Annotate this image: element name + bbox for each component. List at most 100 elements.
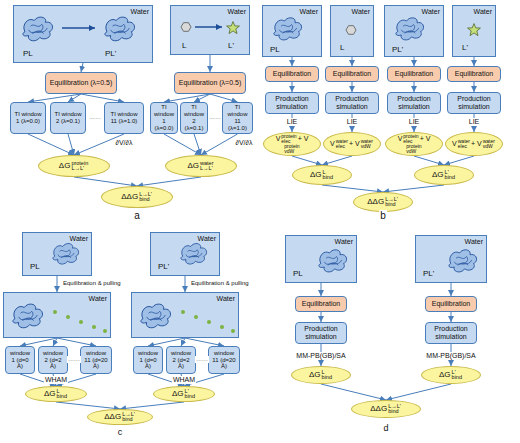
water-box: WaterPL bbox=[285, 235, 357, 283]
equilibration-box: Equilibration (λ=0.5) bbox=[45, 72, 117, 94]
script-stack: watervdW bbox=[483, 139, 495, 149]
node-text: Equilibration bbox=[432, 300, 471, 308]
equilibration-box: Equilibration bbox=[295, 296, 347, 312]
ellipsis: …… bbox=[67, 356, 81, 363]
flow-arrow bbox=[20, 338, 57, 346]
node-text: Production simulation bbox=[428, 325, 474, 341]
subscript: elec bbox=[336, 144, 345, 149]
equilibration-box: Equilibration bbox=[447, 66, 501, 82]
water-box: WaterL bbox=[330, 5, 374, 57]
node-text: Equilibration bbox=[273, 70, 312, 78]
complex-label: PL bbox=[269, 46, 281, 55]
flow-arrow bbox=[53, 338, 57, 346]
script-stack: waterL→L' bbox=[200, 161, 213, 172]
derivative-label: ∂V/∂λ bbox=[114, 139, 133, 147]
process-box: window 1 (d=0 Å) bbox=[5, 346, 35, 374]
method-label: MM-PB(GB)/SA bbox=[425, 352, 476, 360]
flow-arrow bbox=[414, 82, 415, 92]
script-stack: proteinelec bbox=[281, 134, 296, 144]
node-text: window 2 (d=2 Å) bbox=[41, 350, 65, 371]
flow-arrow bbox=[81, 94, 124, 102]
flow-arrow bbox=[181, 338, 185, 346]
node-text: ΔG bbox=[439, 370, 451, 379]
node-text: Equilibration (λ=0.5) bbox=[179, 79, 241, 87]
node-text: ΔG bbox=[44, 389, 56, 398]
script-stack: watervdW bbox=[361, 139, 373, 149]
flow-arrow bbox=[164, 134, 201, 155]
node-text: window 1 (d=0 Å) bbox=[8, 350, 32, 371]
node-text: Equilibration bbox=[333, 70, 372, 78]
water-label: Water bbox=[131, 8, 149, 16]
node-text: window 11 (d=20 Å) bbox=[211, 350, 237, 371]
water-box: WaterPL' bbox=[415, 235, 487, 283]
flow-arrow bbox=[120, 402, 184, 409]
node-text: V bbox=[330, 140, 335, 148]
result-ellipse: ΔGLbind bbox=[291, 366, 351, 384]
flow-arrow bbox=[321, 283, 322, 296]
node-text: Equilibration bbox=[455, 70, 494, 78]
node-text: + V bbox=[471, 140, 482, 148]
water-label: Water bbox=[217, 295, 235, 303]
subscript: bind bbox=[452, 375, 462, 381]
node-text: Equilibration bbox=[395, 70, 434, 78]
node-text: + V bbox=[349, 140, 360, 148]
subscript: bind bbox=[323, 175, 333, 181]
panel-letter: a bbox=[133, 210, 141, 221]
node-text: + V bbox=[420, 135, 431, 143]
flow-arrow bbox=[185, 338, 224, 346]
process-box: TI window 2 (λ=0.1) bbox=[180, 102, 208, 134]
process-box: TI window 2 (λ=0.1) bbox=[50, 102, 86, 134]
process-box: Production simulation bbox=[447, 92, 501, 114]
process-box: TI window 1 (λ=0.0) bbox=[10, 102, 46, 134]
flow-arrow bbox=[322, 185, 383, 192]
edge-label: Equilibration & pulling bbox=[190, 280, 250, 287]
flow-arrow bbox=[383, 185, 444, 192]
flow-arrow bbox=[74, 177, 137, 186]
node-text: window 2 (d=2 Å) bbox=[169, 350, 193, 371]
flow-arrow bbox=[68, 94, 81, 102]
node-text: V bbox=[276, 135, 281, 143]
result-ellipse: Vproteinelec+ VproteinvdW bbox=[263, 132, 321, 156]
complex-label: L bbox=[181, 42, 187, 51]
subscript: vdW bbox=[284, 149, 294, 154]
water-box: Water bbox=[131, 292, 239, 338]
complex-label: PL' bbox=[157, 263, 170, 272]
result-ellipse: Vwaterelec+ VwatervdW bbox=[445, 132, 503, 156]
script-stack: Lbind bbox=[323, 170, 333, 181]
water-box: WaterPL bbox=[22, 232, 92, 276]
result-ellipse: ΔΔGL→L'bind bbox=[353, 192, 413, 212]
node-text: Production simulation bbox=[390, 95, 438, 111]
result-ellipse: ΔΔGL→L'bind bbox=[351, 400, 421, 418]
complex-label: PL bbox=[292, 270, 304, 279]
method-label: WHAM bbox=[172, 376, 196, 384]
panel-letter: c bbox=[117, 428, 124, 438]
subscript: vdW bbox=[406, 149, 416, 154]
process-box: window 11 (d=20 Å) bbox=[80, 346, 112, 374]
equilibration-box: Equilibration bbox=[325, 66, 379, 82]
node-text: ΔG bbox=[310, 170, 322, 179]
script-stack: L'bind bbox=[185, 389, 195, 400]
flow-arrow bbox=[386, 384, 451, 400]
node-text: + V bbox=[298, 135, 309, 143]
method-label: LIE bbox=[346, 118, 359, 126]
node-text: ΔG bbox=[309, 370, 321, 379]
flow-arrow bbox=[352, 57, 353, 66]
water-label: Water bbox=[300, 8, 318, 16]
flow-arrow bbox=[444, 156, 474, 165]
complex-label: PL' bbox=[422, 270, 435, 279]
flow-arrow bbox=[210, 94, 238, 102]
flow-arrow bbox=[57, 338, 96, 346]
process-box: Production simulation bbox=[325, 92, 379, 114]
subscript: elec bbox=[458, 144, 467, 149]
node-text: Production simulation bbox=[450, 95, 498, 111]
script-stack: L→L'bind bbox=[139, 192, 152, 203]
derivative-label: ∂V/∂λ bbox=[234, 139, 253, 147]
complex-label: L' bbox=[227, 42, 235, 51]
water-label: Water bbox=[228, 8, 246, 16]
subscript: bind bbox=[388, 409, 398, 415]
water-box: Water bbox=[3, 292, 111, 338]
subscript: L→L' bbox=[71, 166, 84, 172]
equilibration-box: Equilibration (λ=0.5) bbox=[174, 72, 246, 94]
script-stack: Lbind bbox=[322, 370, 332, 381]
flow-arrow bbox=[451, 312, 452, 322]
